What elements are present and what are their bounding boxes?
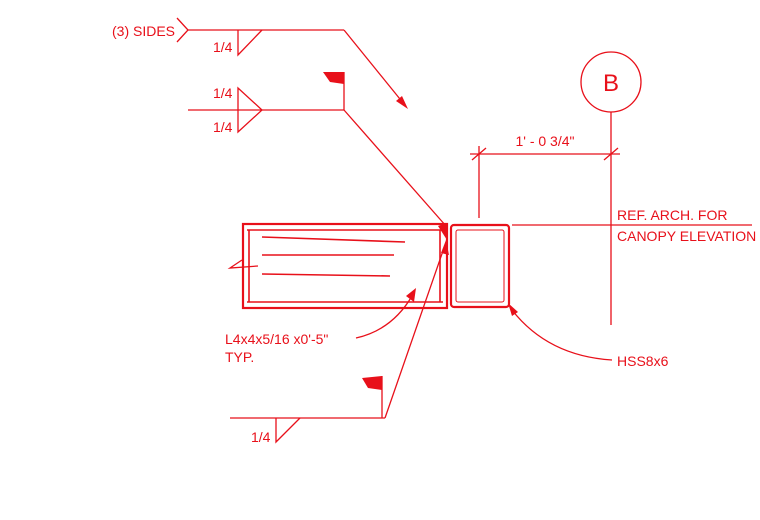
break-line (227, 259, 259, 269)
fillet-weld-symbol-icon (237, 86, 263, 134)
three-sides-label: (3) SIDES (112, 23, 175, 39)
arrowhead-icon (441, 240, 449, 255)
arrowhead-icon (396, 96, 408, 109)
dimension-tick-right (603, 147, 619, 161)
weld-size-lower: 1/4 (251, 429, 271, 445)
canopy-elevation-label: CANOPY ELEVATION (617, 228, 756, 244)
hss-callout-leader (511, 309, 613, 361)
grid-line-b (580, 51, 642, 325)
hss-label: HSS8x6 (617, 353, 669, 369)
fillet-weld-symbol-icon (275, 417, 301, 444)
weld-symbol-both-sides (188, 72, 447, 227)
arrowhead-icon (438, 223, 447, 240)
member-line-3 (261, 273, 391, 277)
ref-arch-label: REF. ARCH. FOR (617, 207, 727, 223)
weld-symbol-three-sides (176, 17, 405, 105)
arrowhead-icon (508, 303, 518, 316)
flag-icon (362, 376, 382, 390)
weld-leader-line (343, 109, 447, 227)
member-line-1 (261, 236, 406, 243)
hss-inner (455, 229, 505, 303)
weld-size-top: 1/4 (213, 39, 233, 55)
weld-size-arrow-side: 1/4 (213, 85, 233, 101)
weld-leader-line (384, 247, 445, 419)
dimension-line (470, 146, 620, 218)
flag-icon (323, 72, 344, 84)
dimension-tick-left (471, 147, 487, 161)
weld-tail-icon (176, 17, 189, 43)
weld-symbol-lower (230, 247, 445, 444)
angle-size-label: L4x4x5/16 x0'-5" (225, 331, 328, 347)
weld-size-other-side: 1/4 (213, 119, 233, 135)
grid-bubble-label: B (603, 70, 619, 97)
typical-label: TYP. (225, 349, 254, 365)
dimension-value: 1' - 0 3/4" (515, 133, 574, 149)
angle-member (227, 222, 449, 310)
angle-callout-leader (355, 295, 413, 339)
fillet-weld-symbol-icon (237, 29, 263, 57)
arrowhead-icon (406, 288, 416, 302)
hss-section (449, 223, 511, 309)
angle-outer-outline (241, 222, 449, 310)
hss-outer (449, 223, 511, 309)
weld-leader-line (343, 29, 405, 105)
